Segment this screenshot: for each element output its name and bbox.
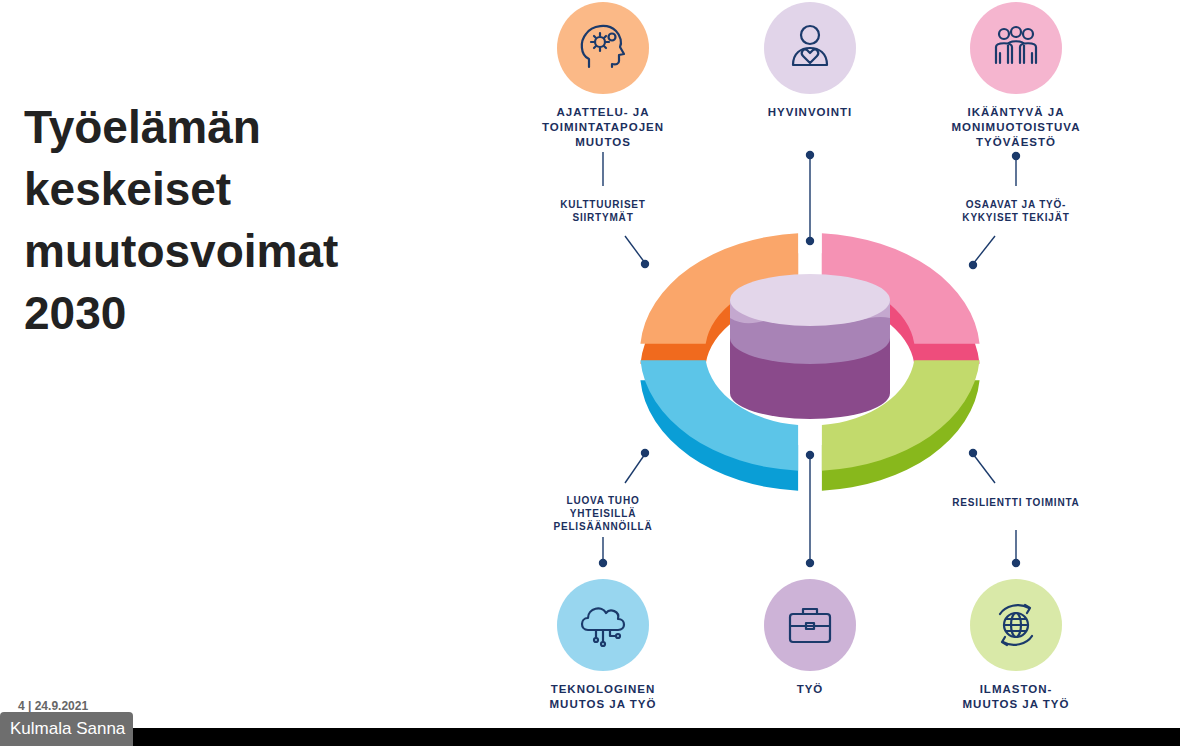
driver-label: LUOVA TUHO YHTEISILLÄ PELISÄÄNNÖILLÄ xyxy=(536,494,671,533)
topic-icon xyxy=(763,578,857,672)
topic-heading: ILMASTON- MUUTOS JA TYÖ xyxy=(955,682,1077,712)
topic-icon xyxy=(556,578,650,672)
topic-circle: IKÄÄNTYVÄ JA MONIMUOTOISTUVA TYÖVÄESTÖ xyxy=(941,1,1091,150)
topic-heading: AJATTELU- JA TOIMINTATAPOJEN MUUTOS xyxy=(531,105,676,150)
cylinder-illustration xyxy=(730,274,890,419)
topic-icon xyxy=(556,1,650,95)
driver-label: OSAAVAT JA TYÖ- KYKYISET TEKIJÄT xyxy=(949,198,1084,224)
bottom-bar xyxy=(0,728,1180,746)
topic-heading: TYÖ xyxy=(738,682,883,697)
topic-circle: TYÖ xyxy=(735,578,885,697)
driver-label: KULTTUURISET SIIRTYMÄT xyxy=(536,198,671,224)
presenter-name: Kulmala Sanna xyxy=(0,712,133,746)
topic-icon xyxy=(969,1,1063,95)
driver-label: RESILIENTTI TOIMINTA xyxy=(949,496,1084,509)
topic-circle: HYVINVOINTI xyxy=(735,1,885,120)
topic-circle: ILMASTON- MUUTOS JA TYÖ xyxy=(941,578,1091,712)
topic-circle: TEKNOLOGINEN MUUTOS JA TYÖ xyxy=(528,578,678,712)
topic-circle: AJATTELU- JA TOIMINTATAPOJEN MUUTOS xyxy=(528,1,678,150)
topic-heading: TEKNOLOGINEN MUUTOS JA TYÖ xyxy=(531,682,676,712)
slide-title: Työelämän keskeiset muutosvoimat 2030 xyxy=(24,96,364,344)
topic-icon xyxy=(763,1,857,95)
page-number-date: 4 | 24.9.2021 xyxy=(18,699,218,713)
ring-illustration xyxy=(640,233,979,490)
topic-icon xyxy=(969,578,1063,672)
topic-heading: HYVINVOINTI xyxy=(738,105,883,120)
topic-heading: IKÄÄNTYVÄ JA MONIMUOTOISTUVA TYÖVÄESTÖ xyxy=(944,105,1089,150)
